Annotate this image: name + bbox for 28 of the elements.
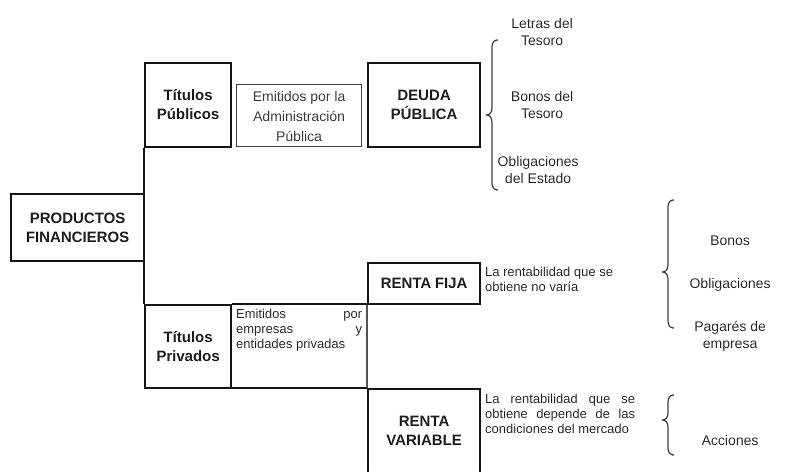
node-label: DEUDA PÚBLICA bbox=[390, 86, 458, 124]
node-label: Emitidos por la Administración Pública bbox=[252, 86, 346, 146]
node-label: RENTA VARIABLE bbox=[385, 412, 463, 450]
description-box bbox=[236, 84, 362, 147]
connector-line bbox=[232, 303, 367, 305]
category-box bbox=[367, 388, 481, 472]
connector-line bbox=[143, 262, 145, 304]
category-box bbox=[367, 262, 481, 305]
category-box bbox=[367, 62, 481, 148]
description-text: Emitidos por empresas y entidades privadas bbox=[236, 306, 362, 351]
description-text: La rentabilidad que se obtiene no varía bbox=[485, 264, 614, 294]
category-box bbox=[144, 62, 232, 148]
node-label: Títulos Privados bbox=[155, 328, 221, 366]
node-label: RENTA FIJA bbox=[380, 274, 468, 293]
description-text: La rentabilidad que se obtiene depende de las condiciones del mercado bbox=[485, 391, 635, 436]
category-box bbox=[10, 193, 145, 262]
connector-line bbox=[232, 387, 367, 389]
node-label: Títulos Públicos bbox=[156, 86, 220, 124]
item-label: Letras del Tesoro bbox=[510, 15, 574, 49]
item-label: Bonos del Tesoro bbox=[510, 88, 574, 122]
item-label: Acciones bbox=[700, 432, 760, 449]
node-label: PRODUCTOS FINANCIEROS bbox=[24, 208, 130, 246]
item-label: Obligaciones del Estado bbox=[496, 153, 580, 187]
item-label: Pagarés de empresa bbox=[693, 318, 767, 352]
item-label: Obligaciones bbox=[688, 275, 772, 292]
category-box bbox=[144, 304, 232, 389]
connector-line bbox=[143, 148, 145, 193]
item-label: Bonos bbox=[709, 232, 751, 249]
